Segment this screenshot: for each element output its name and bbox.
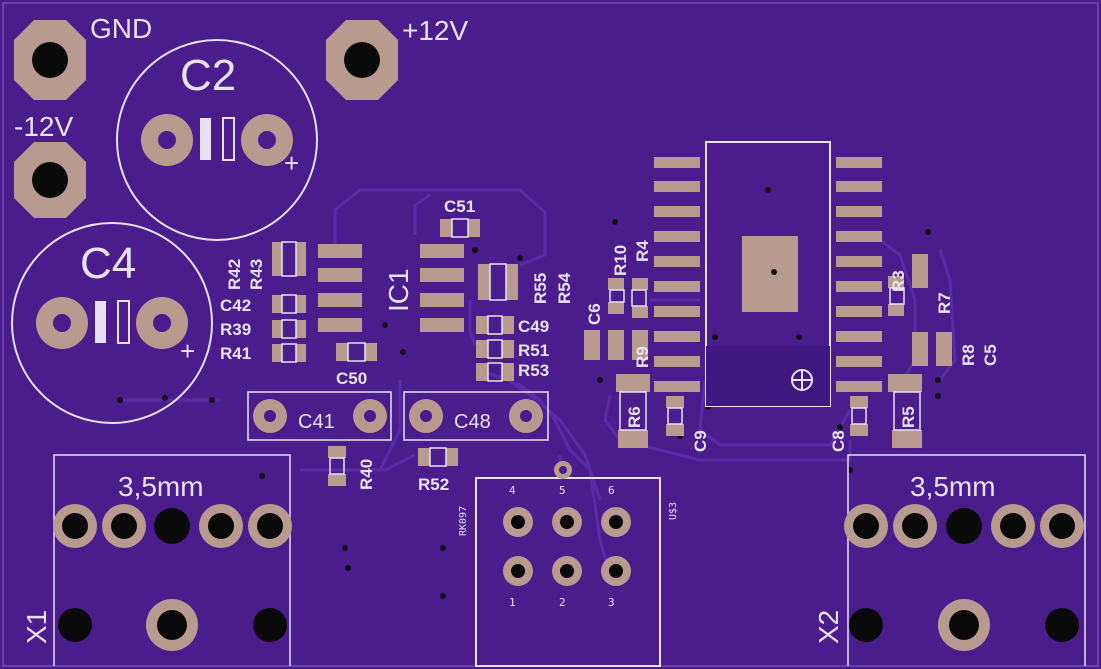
c2-capacitor [116, 39, 318, 241]
power-pads [14, 20, 398, 218]
c4-label: C4 [80, 239, 136, 288]
c42-label: C42 [220, 296, 251, 315]
c9-label: C9 [691, 430, 710, 452]
smd-parts-right [584, 254, 952, 448]
smd-parts-left [272, 219, 518, 486]
pot-pin1-label: 1 [509, 596, 516, 609]
jack-x2 [844, 454, 1086, 666]
x1-label: X1 [21, 610, 52, 644]
main-ic-pins [654, 157, 882, 392]
r42-label: R42 [225, 259, 244, 290]
pot-pin4-label: 4 [509, 484, 516, 497]
c41-label: C41 [298, 411, 335, 433]
r3-label: R3 [889, 270, 908, 292]
vias [117, 187, 941, 599]
r43-label: R43 [247, 259, 266, 290]
r10-label: R10 [611, 245, 630, 276]
r9-label: R9 [633, 346, 652, 368]
pot-pin2-label: 2 [559, 596, 566, 609]
x1-size-label: 3,5mm [118, 471, 204, 502]
r51-label: R51 [518, 341, 549, 360]
smd-outlines-right [609, 287, 921, 431]
pot-pin5-label: 5 [559, 484, 566, 497]
pot-name-label: U$3 [668, 502, 679, 520]
c41-c48-capacitors [247, 391, 549, 441]
pot-pin6-label: 6 [608, 484, 615, 497]
jack-x1 [53, 454, 292, 666]
c2-plus: + [284, 148, 299, 178]
r41-label: R41 [220, 344, 251, 363]
c4-capacitor [11, 222, 213, 424]
r53-label: R53 [518, 361, 549, 380]
gnd-label: GND [90, 13, 152, 44]
c8-label: C8 [829, 430, 848, 452]
r40-label: R40 [357, 459, 376, 490]
r4-label: R4 [633, 240, 652, 262]
pot-model-label: RK097 [458, 506, 469, 536]
main-ic [705, 141, 831, 407]
c5-label: C5 [981, 344, 1000, 366]
potentiometer-u3 [475, 461, 661, 667]
r54-label: R54 [555, 272, 574, 304]
x2-label: X2 [813, 610, 844, 644]
pos12-label: +12V [402, 15, 468, 46]
x2-size-label: 3,5mm [910, 471, 996, 502]
c48-label: C48 [454, 411, 491, 433]
smd-outlines-left [281, 218, 507, 475]
c49-label: C49 [518, 317, 549, 336]
neg12-label: -12V [14, 111, 73, 142]
pot-pin3-label: 3 [608, 596, 615, 609]
r55-label: R55 [531, 273, 550, 304]
c6-label: C6 [585, 303, 604, 325]
c50-label: C50 [336, 369, 367, 388]
r39-label: R39 [220, 320, 251, 339]
r8-label: R8 [959, 344, 978, 366]
c2-label: C2 [180, 51, 236, 100]
ic1-pads [318, 244, 464, 332]
r5-label: R5 [899, 406, 918, 428]
ic1-label: IC1 [383, 268, 414, 312]
c4-plus: + [180, 336, 195, 366]
c51-label: C51 [444, 197, 475, 216]
r6-label: R6 [625, 406, 644, 428]
r52-label: R52 [418, 475, 449, 494]
r7-label: R7 [935, 292, 954, 314]
